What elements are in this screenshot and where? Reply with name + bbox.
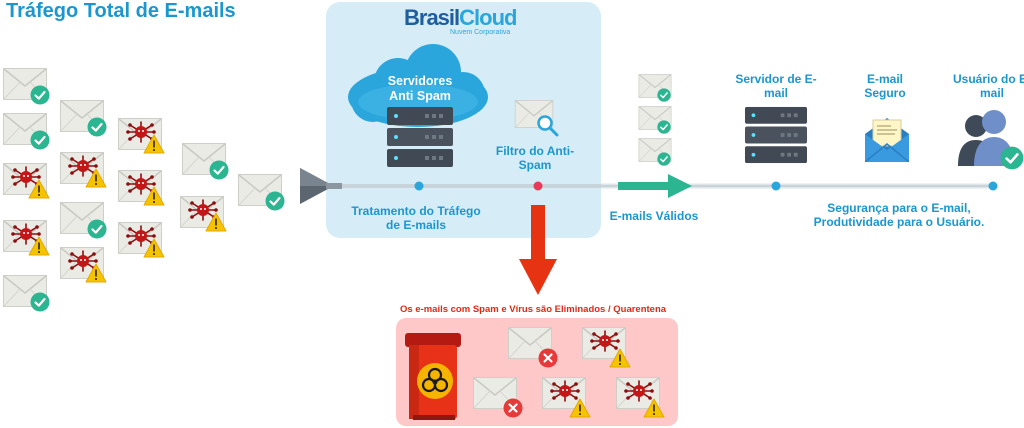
warning-icon [85,263,107,283]
filter-label: Filtro do Anti-Spam [495,144,575,172]
secure-email-icon [865,118,909,162]
brand-tagline: Nuvem Corporativa [450,29,511,36]
warning-icon [143,134,165,154]
eliminate-arrow [519,205,557,295]
eliminated-label: Os e-mails com Spam e Vírus são Eliminad… [399,304,667,315]
warning-icon [609,348,631,368]
warning-icon [143,186,165,206]
warning-icon [28,179,50,199]
warning-icon [643,398,665,418]
check-badge-icon [657,120,671,134]
valid-arrow [618,174,692,198]
flow-node-treatment [414,181,424,191]
flow-node-filter [533,181,543,191]
check-badge-icon [265,191,285,211]
flow-node-server [771,181,781,191]
check-badge-icon [30,292,50,312]
x-badge-icon [538,348,558,368]
antispam-server-icon [387,107,453,167]
warning-icon [85,168,107,188]
check-badge-icon [30,85,50,105]
brand-name-part2: Cloud [459,5,517,30]
biohazard-bin-icon [405,333,461,420]
warning-icon [569,398,591,418]
email-server-icon [745,106,807,164]
benefit-label: Segurança para o E-mail, Produtividade p… [813,201,985,229]
check-badge-icon [657,88,671,102]
brand-logo: BrasilCloud [404,5,517,31]
check-badge-icon [1000,146,1024,170]
brand-name-part1: Brasil [404,5,460,30]
check-badge-icon [30,130,50,150]
funnel-icon [300,168,342,204]
warning-icon [28,236,50,256]
check-badge-icon [87,219,107,239]
page-title: Tráfego Total de E-mails [6,0,236,22]
flow-line-segment [326,184,601,188]
valid-label: E-mails Válidos [609,209,699,223]
treatment-label: Tratamento do Tráfego de E-mails [351,204,481,232]
magnifier-icon [537,115,559,137]
secure-label: E-mail Seguro [864,72,906,100]
user-label: Usuário do E-mail [952,72,1024,100]
warning-icon [205,212,227,232]
check-badge-icon [209,160,229,180]
x-badge-icon [503,398,523,418]
flow-node-user [988,181,998,191]
check-badge-icon [657,152,671,166]
warning-icon [143,238,165,258]
cloud-label: Servidores Anti Spam [387,74,453,103]
server-label: Servidor de E-mail [735,72,817,100]
check-badge-icon [87,117,107,137]
